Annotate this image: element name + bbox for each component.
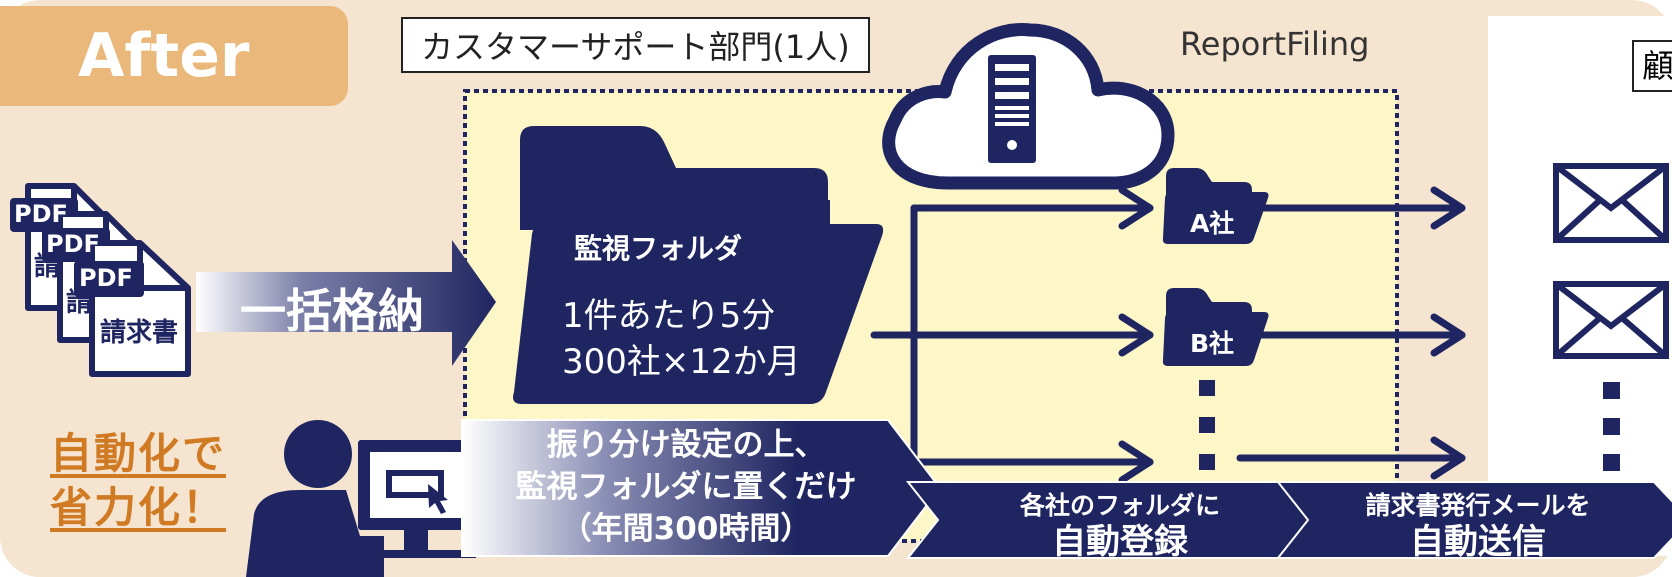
pdf-badge: PDF [14,200,68,228]
pdf-badge: PDF [46,230,100,258]
customer-label: 顧 [1632,40,1672,92]
cursor-icon [428,484,448,514]
after-label: After [0,6,348,106]
bulk-store-label: 一括格納 [240,284,424,338]
document-fragment: 請 [66,288,93,318]
pdf-badge: PDF [79,264,133,292]
register-step-title: 自動登録 [1052,522,1188,562]
send-step-shape [1275,481,1672,559]
company-folder-label: A社 [1190,209,1235,238]
setting-step-line: （年間300時間） [560,511,812,547]
watch-folder-line: 300社×12か月 [562,342,801,382]
folder-icon [1162,168,1269,244]
document-fragment: 請 [34,252,61,282]
more-emails-dots [1603,382,1620,471]
department-label: カスタマーサポート部門(1人) [401,17,870,73]
watch-folder-title: 監視フォルダ [574,232,743,265]
company-folder-label: B社 [1190,329,1235,358]
bulk-store-arrow [196,240,496,366]
folder-icon [513,126,884,404]
more-folders-dots [1199,380,1215,470]
setting-step-line: 監視フォルダに置くだけ [515,469,857,505]
register-step-caption: 各社のフォルダに [1019,491,1220,520]
setting-step-line: 振り分け設定の上、 [546,427,826,463]
distribution-arrows [870,186,1466,484]
envelope-icon [1553,163,1669,243]
setting-step-shape [462,420,940,556]
send-step-title: 自動送信 [1410,522,1546,562]
watch-folder-line: 1件あたり5分 [562,296,776,336]
document-title: 請求書 [100,318,179,348]
person-computer-icon [246,420,476,577]
send-step-caption: 請求書発行メールを [1365,491,1591,520]
callout-line: 自動化で [50,429,227,478]
service-label: ReportFiling [1180,25,1370,63]
cloud-server-icon [882,23,1175,190]
folder-icon [1162,288,1269,366]
callout-line: 省力化！ [50,483,227,532]
pdf-document-icon [74,240,191,377]
envelope-icon [1553,281,1669,359]
